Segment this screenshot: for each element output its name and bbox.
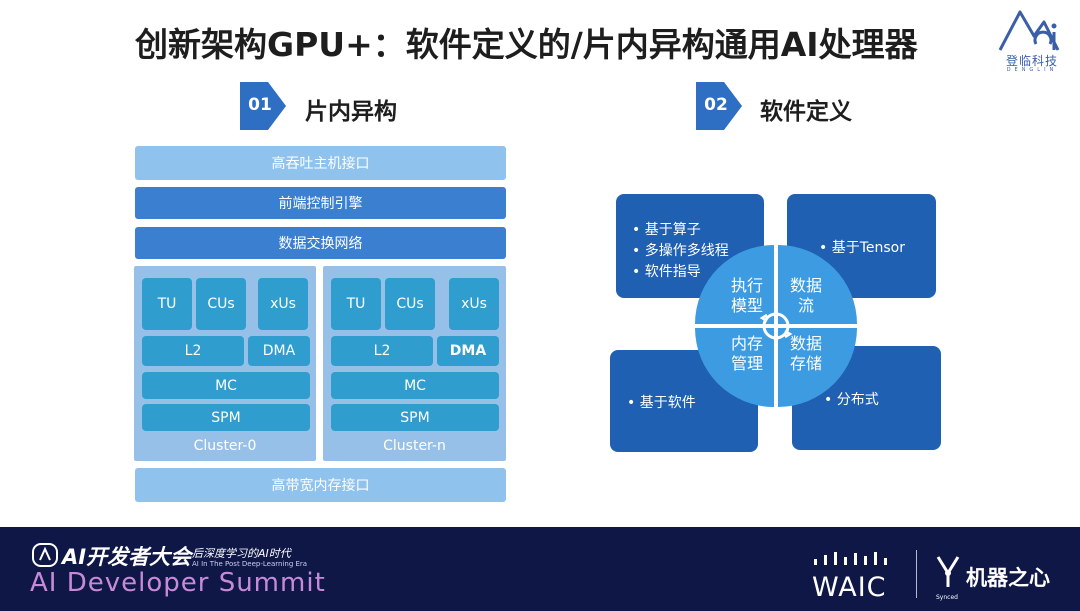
spm-cell: SPM — [142, 404, 310, 431]
unit-cell: TU — [331, 278, 381, 330]
circle-segment-bottom-right — [778, 328, 857, 407]
quadrant-text: • 基于Tensor — [819, 240, 905, 256]
spm-cell: SPM — [331, 404, 499, 431]
center-label-line: 数据 — [789, 334, 822, 353]
circle-segment-bottom-left — [695, 328, 774, 407]
center-label-line: 管理 — [730, 354, 763, 373]
center-label-bottom-right: 数据 存储 — [786, 334, 826, 374]
unit-cell: xUs — [449, 278, 499, 330]
section-title: 软件定义 — [760, 99, 852, 125]
mc-cell: MC — [142, 372, 310, 399]
quadrant-text: • 软件指导 — [632, 264, 701, 280]
frontend-control-bar: 前端控制引擎 — [135, 187, 506, 219]
partner-name: 机器之心 — [966, 566, 1050, 590]
host-interface-bar: 高吞吐主机接口 — [135, 146, 506, 180]
footer-banner — [0, 527, 1080, 611]
event-subtitle-en: AI In The Post Deep-Learning Era — [192, 560, 308, 568]
center-label-line: 执行 — [730, 276, 763, 295]
center-label-line: 内存 — [730, 334, 763, 353]
circle-segment-top-right — [778, 245, 857, 324]
section-number: 01 — [248, 95, 272, 115]
logo-subtitle: DENGLIN — [1006, 67, 1058, 73]
event-subtitle-cn: 后深度学习的AI时代 — [192, 547, 291, 560]
quadrant-text: • 多操作多线程 — [632, 243, 729, 259]
cluster-label: Cluster-n — [383, 438, 446, 454]
l2-cell: L2 — [142, 336, 244, 366]
cluster-label: Cluster-0 — [193, 438, 257, 454]
unit-cell: xUs — [258, 278, 308, 330]
memory-interface-bar: 高带宽内存接口 — [135, 468, 506, 502]
cluster-block: TU CUs xUs L2 DMA MC SPM Cluster-0 — [134, 266, 316, 461]
mc-cell: MC — [331, 372, 499, 399]
section-number: 02 — [704, 95, 728, 115]
waic-waveform-icon — [814, 552, 887, 565]
unit-cell: CUs — [196, 278, 246, 330]
unit-cell: CUs — [385, 278, 435, 330]
section-badge-icon — [696, 82, 742, 130]
center-label-top-left: 执行 模型 — [727, 276, 767, 316]
denglin-logo-icon — [998, 10, 1060, 51]
center-label-line: 数据 — [789, 276, 822, 295]
center-circle — [695, 245, 857, 407]
quadrant-text: • 分布式 — [824, 392, 879, 408]
cycle-icon — [762, 312, 790, 340]
dma-cell: DMA — [437, 336, 499, 366]
center-label-line: 模型 — [730, 296, 763, 315]
footer-divider — [916, 550, 917, 598]
summit-name: AI Developer Summit — [30, 568, 326, 598]
waic-logo-text: WAIC — [812, 572, 887, 603]
summit-logo-icon — [32, 543, 58, 567]
quadrant-text: • 基于软件 — [627, 395, 696, 411]
synced-logo-text: Synced — [936, 594, 958, 601]
unit-cell: TU — [142, 278, 192, 330]
l2-cell: L2 — [331, 336, 433, 366]
synced-logo-icon — [936, 556, 960, 587]
logo-name: 登临科技 — [1005, 54, 1058, 68]
cluster-block: TU CUs xUs L2 DMA MC SPM Cluster-n — [323, 266, 506, 461]
center-label-bottom-left: 内存 管理 — [727, 334, 767, 374]
page-title: 创新架构GPU+：软件定义的/片内异构通用AI处理器 — [135, 25, 918, 64]
center-label-line: 存储 — [789, 354, 822, 373]
center-label-top-right: 数据 流 — [786, 276, 826, 316]
dma-cell: DMA — [248, 336, 310, 366]
data-exchange-bar: 数据交换网络 — [135, 227, 506, 259]
center-label-line: 流 — [797, 296, 814, 315]
circle-segment-top-left — [695, 245, 774, 324]
quadrant-top-right: • 基于Tensor — [787, 194, 936, 298]
event-name: AI开发者大会 — [62, 545, 192, 569]
quadrant-text: • 基于算子 — [632, 222, 701, 238]
section-badge-icon — [240, 82, 286, 130]
section-title: 片内异构 — [305, 99, 397, 125]
